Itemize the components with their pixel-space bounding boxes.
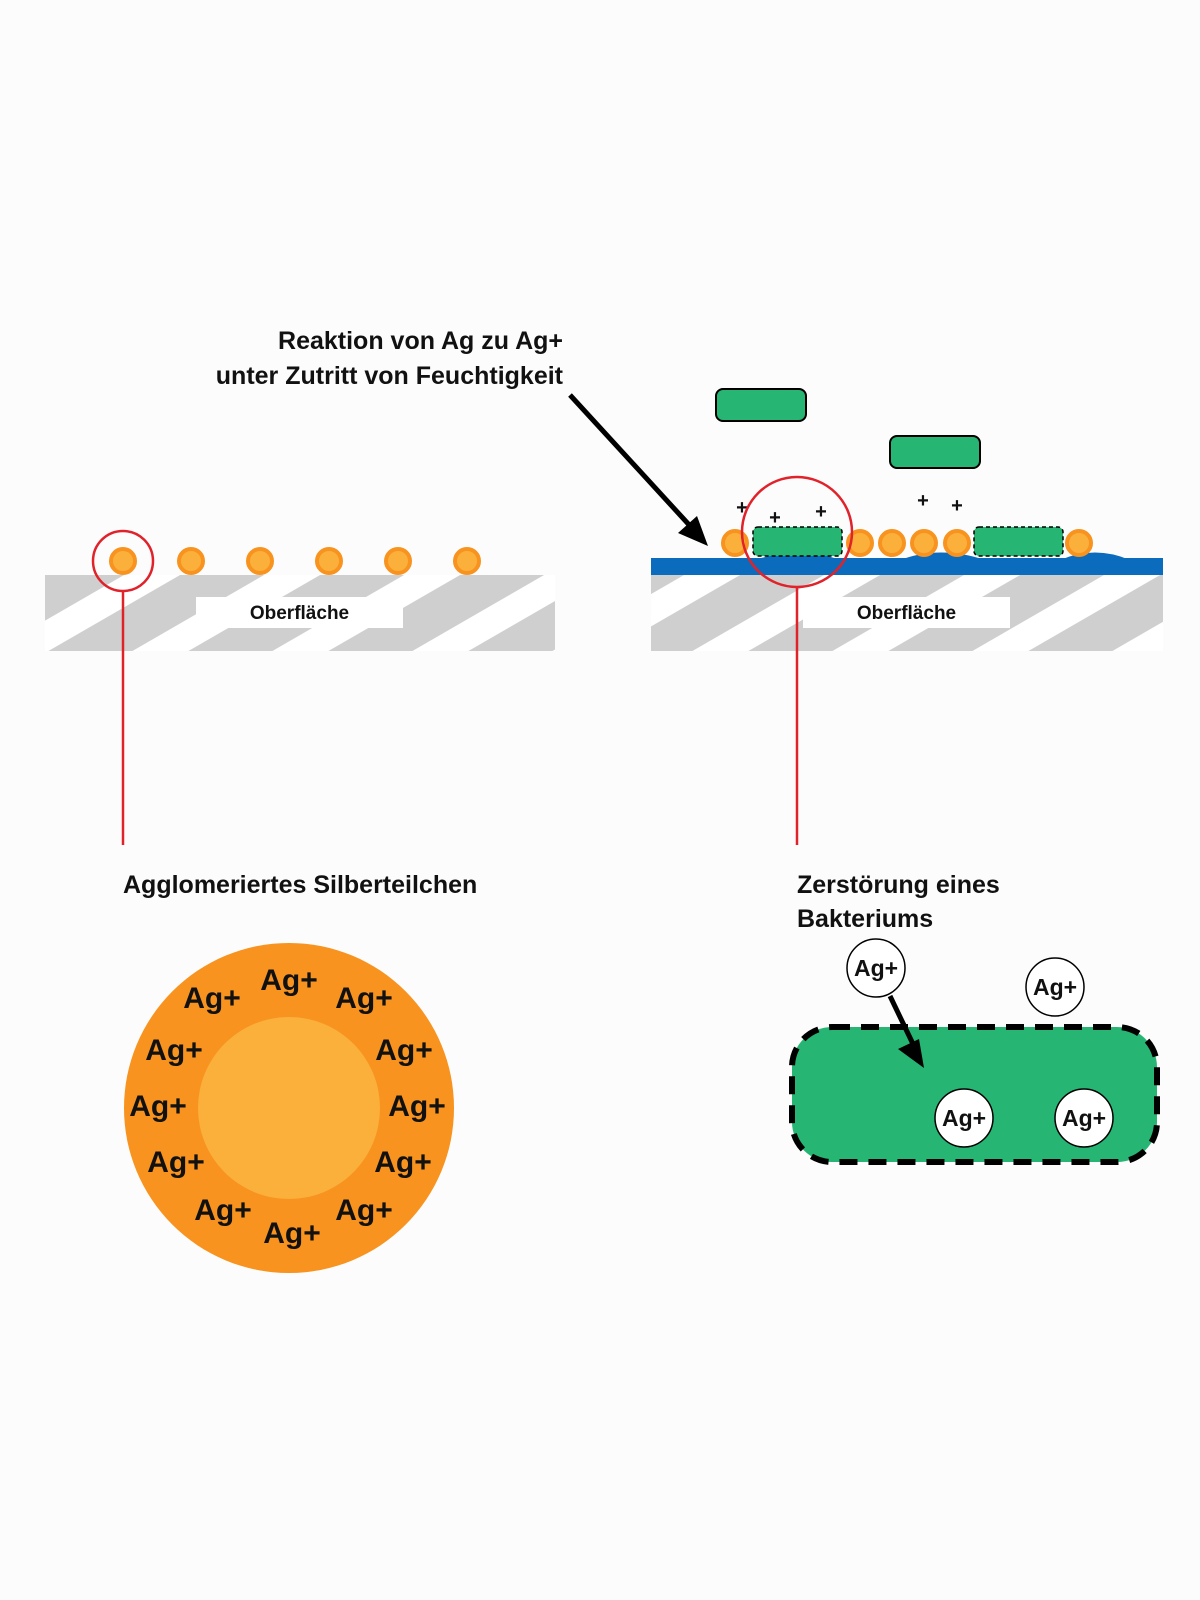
silver-particle (109, 547, 137, 575)
plus-charge: + (815, 501, 827, 523)
damaged-bacterium (752, 526, 843, 557)
ag-ion-circle (934, 1088, 994, 1148)
left-detail-title: Agglomeriertes Silberteilchen (123, 871, 477, 899)
silver-particle (246, 547, 274, 575)
silver-particle (453, 547, 481, 575)
ag-ion-label: Ag+ (263, 1217, 321, 1250)
right-surface-label: Oberfläche (857, 603, 956, 624)
moisture-film (651, 558, 1163, 575)
bacterium-destruction-detail: Ag+ Ag+ Ag+ Ag+ (789, 938, 1160, 1165)
right-surface-label-box (803, 597, 1010, 628)
left-surface-label: Oberfläche (250, 603, 349, 624)
silver-particle (177, 547, 205, 575)
ag-ion-label: Ag+ (194, 1194, 252, 1227)
ag-ion-label: Ag+ (335, 982, 393, 1015)
ag-ion-label: Ag+ (129, 1090, 187, 1123)
agglomerated-silver-particle: Ag+ Ag+ Ag+ Ag+ Ag+ Ag+ Ag+ Ag+ Ag+ Ag+ … (124, 943, 454, 1273)
ag-ion-circle (846, 938, 906, 998)
reaction-annotation-line1: Reaktion von Ag zu Ag+ (278, 327, 563, 355)
right-surface: Oberfläche (651, 575, 1163, 651)
silver-particle-core (198, 1017, 380, 1199)
ag-ion-label: Ag+ (854, 955, 898, 981)
silver-particle (943, 529, 971, 557)
ag-ion-label: Ag+ (147, 1146, 205, 1179)
silver-particle (1065, 529, 1093, 557)
charge-symbols: + + + + + (736, 490, 963, 529)
ag-ion-label: Ag+ (260, 964, 318, 997)
ag-ion-label: Ag+ (375, 1034, 433, 1067)
plus-charge: + (769, 507, 781, 529)
reaction-arrow-head (678, 516, 708, 546)
silver-particle (384, 547, 412, 575)
left-silver-particles (109, 547, 481, 575)
plus-charge: + (917, 490, 929, 512)
plus-charge: + (736, 497, 748, 519)
moisture-bump (900, 552, 985, 560)
moisture-layer (651, 552, 1163, 575)
left-surface-label-box (196, 597, 403, 628)
ag-ion-label: Ag+ (1062, 1105, 1106, 1131)
ag-ion-label: Ag+ (942, 1105, 986, 1131)
ag-ion-circle (1025, 957, 1085, 1017)
ion-entry-arrow-head (898, 1039, 924, 1068)
silver-particle (846, 529, 874, 557)
right-silver-particles (721, 529, 1093, 557)
ag-ion-label: Ag+ (374, 1146, 432, 1179)
ag-ion-label: Ag+ (388, 1090, 446, 1123)
bacteria (715, 388, 1064, 557)
ag-ion-circle (1054, 1088, 1114, 1148)
plus-charge: + (951, 495, 963, 517)
ag-ion-label: Ag+ (145, 1034, 203, 1067)
ag-ion-label: Ag+ (335, 1194, 393, 1227)
damaged-bacterium (973, 526, 1064, 557)
ag-ion-label: Ag+ (183, 982, 241, 1015)
right-detail-title-line1: Zerstörung eines (797, 871, 1000, 899)
ion-entry-arrow-shaft (887, 994, 916, 1046)
right-detail-title-line2: Bakteriums (797, 905, 933, 933)
left-surface: Oberfläche (45, 575, 555, 651)
silver-particle (910, 529, 938, 557)
silver-particle (878, 529, 906, 557)
silver-particle (315, 547, 343, 575)
ag-ion-label: Ag+ (1033, 974, 1077, 1000)
reaction-annotation-line2: unter Zutritt von Feuchtigkeit (216, 362, 564, 390)
bacterium (889, 435, 981, 469)
bacterium (715, 388, 807, 422)
reaction-arrow-shaft (568, 393, 694, 530)
